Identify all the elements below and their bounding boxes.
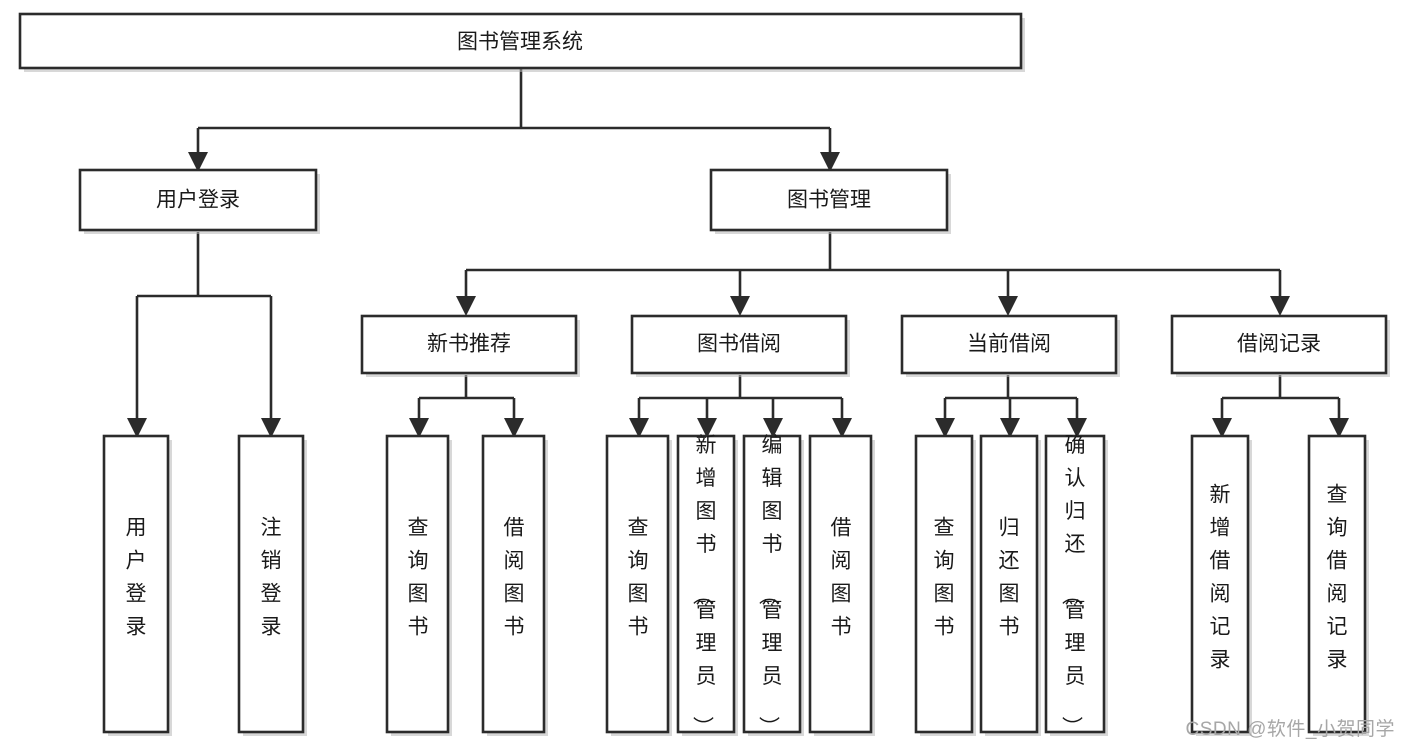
node-book-manage-label: 图书管理 xyxy=(787,189,871,212)
node-user-login-label: 用户登录 xyxy=(156,189,240,212)
arrowhead-borrow-record xyxy=(1270,296,1290,316)
arrow-heads xyxy=(127,152,1349,438)
leaf-new-book-1-box[interactable] xyxy=(481,434,546,734)
node-book-borrow[interactable]: 图书借阅 xyxy=(630,314,850,377)
leaf-book-borrow-1[interactable]: 新增图书（管理员） xyxy=(676,434,738,737)
arrowhead-current-borrow xyxy=(998,296,1018,316)
leaf-borrow-record-1-box[interactable] xyxy=(1307,434,1367,734)
node-current-borrow-label: 当前借阅 xyxy=(967,333,1051,356)
node-current-borrow-box[interactable] xyxy=(900,314,1118,375)
node-new-book-recommend[interactable]: 新书推荐 xyxy=(360,314,580,377)
leaf-new-book-1[interactable]: 借阅图书 xyxy=(481,434,548,736)
leaf-book-borrow-3-box[interactable] xyxy=(808,434,873,734)
connector-lines xyxy=(135,68,1341,418)
leaf-book-borrow-1-label: 新增图书（管理员） xyxy=(691,434,717,737)
leaf-book-borrow-2[interactable]: 编辑图书（管理员） xyxy=(742,434,804,737)
arrowhead-borrow-record-leaf-0 xyxy=(1212,418,1232,438)
arrowhead-book-borrow xyxy=(730,296,750,316)
leaf-book-borrow-3-label: 借阅图书 xyxy=(831,517,852,639)
leaf-current-borrow-1[interactable]: 归还图书 xyxy=(979,434,1041,736)
arrowhead-book-borrow-leaf-3 xyxy=(832,418,852,438)
leaf-user-login-0-box[interactable] xyxy=(102,434,170,734)
leaf-new-book-0[interactable]: 查询图书 xyxy=(385,434,452,736)
node-user-login[interactable]: 用户登录 xyxy=(78,168,320,234)
leaf-current-borrow-1-box[interactable] xyxy=(979,434,1039,734)
node-book-manage-box[interactable] xyxy=(709,168,949,232)
arrowhead-new-book-leaf-0 xyxy=(409,418,429,438)
node-root-label: 图书管理系统 xyxy=(457,31,583,54)
arrowhead-user-login-leaf-0 xyxy=(127,418,147,438)
leaf-current-borrow-0[interactable]: 查询图书 xyxy=(914,434,976,736)
leaf-current-borrow-1-label: 归还图书 xyxy=(999,517,1020,639)
arrowhead-current-borrow-leaf-2 xyxy=(1067,418,1087,438)
leaf-book-borrow-2-label: 编辑图书（管理员） xyxy=(757,434,783,737)
node-borrow-record-label: 借阅记录 xyxy=(1237,333,1321,356)
node-book-borrow-label: 图书借阅 xyxy=(697,333,781,356)
leaf-current-borrow-2-label: 确认归还（管理员） xyxy=(1060,434,1086,737)
node-new-book-recommend-box[interactable] xyxy=(360,314,578,375)
leaf-book-borrow-0-label: 查询图书 xyxy=(628,517,649,639)
leaf-new-book-1-label: 借阅图书 xyxy=(504,517,525,639)
node-book-manage[interactable]: 图书管理 xyxy=(709,168,951,234)
leaf-current-borrow-0-box[interactable] xyxy=(914,434,974,734)
arrowhead-current-borrow-leaf-0 xyxy=(935,418,955,438)
leaf-user-login-0-label: 用户登录 xyxy=(126,517,147,639)
leaf-user-login-0[interactable]: 用户登录 xyxy=(102,434,172,736)
arrowhead-book-borrow-leaf-1 xyxy=(697,418,717,438)
arrowhead-user-login-leaf-1 xyxy=(261,418,281,438)
node-borrow-record-box[interactable] xyxy=(1170,314,1388,375)
arrowhead-new-book xyxy=(456,296,476,316)
leaf-borrow-record-0-label: 新增借阅记录 xyxy=(1210,484,1231,672)
leaf-user-login-1[interactable]: 注销登录 xyxy=(237,434,307,736)
leaf-current-borrow-0-label: 查询图书 xyxy=(934,517,955,639)
leaf-borrow-record-0-box[interactable] xyxy=(1190,434,1250,734)
leaf-current-borrow-2-box[interactable] xyxy=(1044,434,1106,734)
leaf-book-borrow-3[interactable]: 借阅图书 xyxy=(808,434,875,736)
arrowhead-borrow-record-leaf-1 xyxy=(1329,418,1349,438)
arrowhead-user-login xyxy=(188,152,208,172)
arrowhead-book-borrow-leaf-2 xyxy=(763,418,783,438)
node-borrow-record[interactable]: 借阅记录 xyxy=(1170,314,1390,377)
leaf-book-borrow-1-box[interactable] xyxy=(676,434,736,734)
arrowhead-new-book-leaf-1 xyxy=(504,418,524,438)
arrowhead-current-borrow-leaf-1 xyxy=(1000,418,1020,438)
node-root[interactable]: 图书管理系统 xyxy=(18,12,1025,72)
node-new-book-recommend-label: 新书推荐 xyxy=(427,333,511,356)
leaf-book-borrow-0-box[interactable] xyxy=(605,434,670,734)
leaf-borrow-record-1-label: 查询借阅记录 xyxy=(1327,484,1348,672)
leaf-user-login-1-label: 注销登录 xyxy=(261,517,282,639)
node-book-borrow-box[interactable] xyxy=(630,314,848,375)
leaf-book-borrow-2-box[interactable] xyxy=(742,434,802,734)
node-current-borrow[interactable]: 当前借阅 xyxy=(900,314,1120,377)
node-user-login-box[interactable] xyxy=(78,168,318,232)
leaf-book-borrow-0[interactable]: 查询图书 xyxy=(605,434,672,736)
leaf-user-login-1-box[interactable] xyxy=(237,434,305,734)
leaf-borrow-record-1[interactable]: 查询借阅记录 xyxy=(1307,434,1369,736)
node-root-box[interactable] xyxy=(18,12,1023,70)
leaf-borrow-record-0[interactable]: 新增借阅记录 xyxy=(1190,434,1252,736)
leaf-new-book-0-box[interactable] xyxy=(385,434,450,734)
arrowhead-book-borrow-leaf-0 xyxy=(629,418,649,438)
arrowhead-book-manage xyxy=(820,152,840,172)
leaf-current-borrow-2[interactable]: 确认归还（管理员） xyxy=(1044,434,1108,737)
leaf-new-book-0-label: 查询图书 xyxy=(408,517,429,639)
